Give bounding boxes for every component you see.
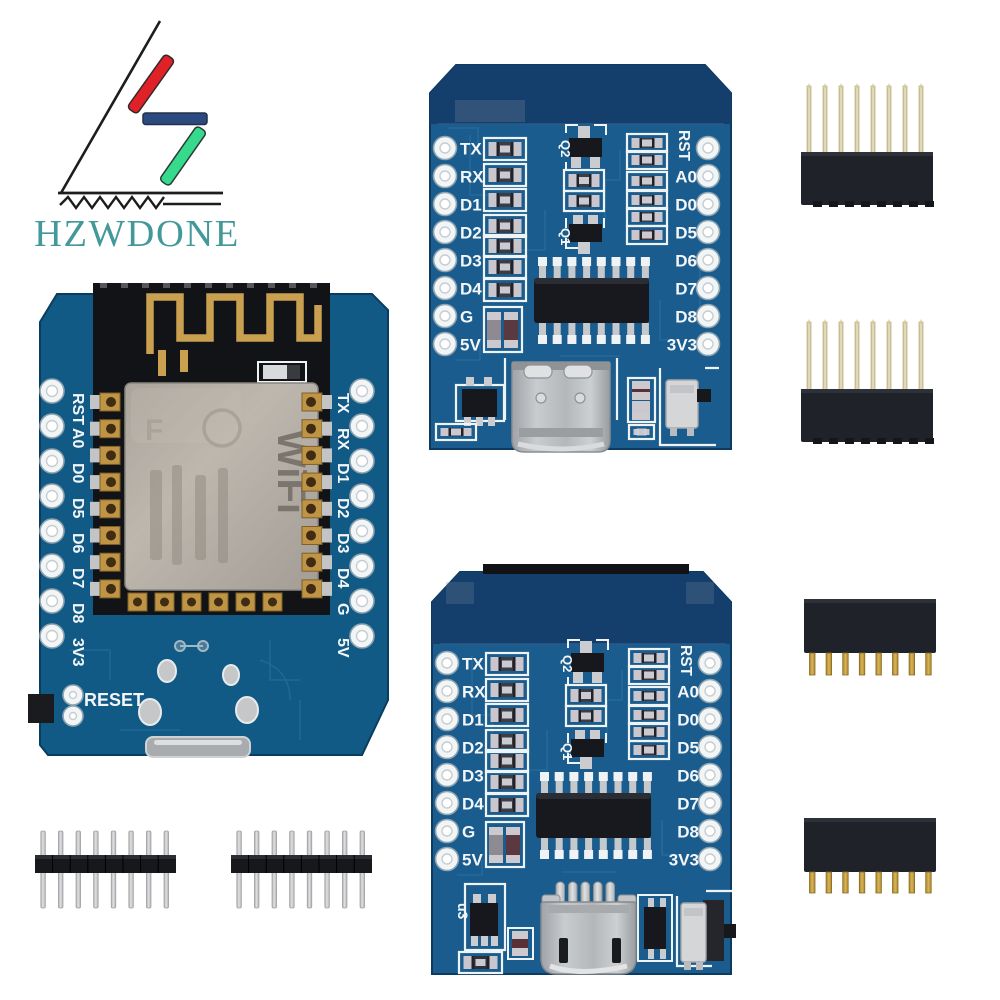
svg-text:RST: RST [675,130,692,162]
svg-text:D5: D5 [69,498,86,519]
svg-text:G: G [460,308,473,327]
svg-text:D3: D3 [334,533,351,554]
svg-text:D2: D2 [334,498,351,519]
svg-text:D4: D4 [460,280,482,299]
svg-text:Q2: Q2 [558,140,573,157]
svg-text:A0: A0 [69,428,86,449]
svg-text:3V3: 3V3 [667,336,697,355]
svg-text:D8: D8 [675,308,697,327]
svg-text:RESET: RESET [84,690,144,710]
svg-text:D7: D7 [69,568,86,589]
svg-text:TX: TX [334,393,351,414]
svg-text:F: F [145,414,163,447]
svg-text:RX: RX [334,428,351,451]
svg-text:HZWDONE: HZWDONE [34,213,240,255]
svg-text:D5: D5 [675,224,697,243]
svg-text:RST: RST [69,393,86,425]
svg-text:D4: D4 [334,568,351,589]
svg-text:5V: 5V [460,336,481,355]
svg-text:D2: D2 [460,224,482,243]
svg-text:D1: D1 [334,463,351,484]
svg-text:D1: D1 [460,196,482,215]
svg-text:3V3: 3V3 [69,638,86,667]
svg-text:D6: D6 [675,252,697,271]
svg-text:D8: D8 [69,603,86,624]
svg-text:D3: D3 [460,252,482,271]
svg-text:D6: D6 [69,533,86,554]
svg-text:5V: 5V [334,638,351,658]
svg-text:D0: D0 [69,463,86,484]
svg-text:D7: D7 [675,280,697,299]
svg-text:u3: u3 [455,903,471,920]
svg-text:TX: TX [460,140,482,159]
svg-text:G: G [334,603,351,615]
svg-text:Q1: Q1 [558,228,573,245]
svg-text:A0: A0 [675,168,697,187]
svg-text:D0: D0 [675,196,697,215]
svg-text:RX: RX [460,168,484,187]
